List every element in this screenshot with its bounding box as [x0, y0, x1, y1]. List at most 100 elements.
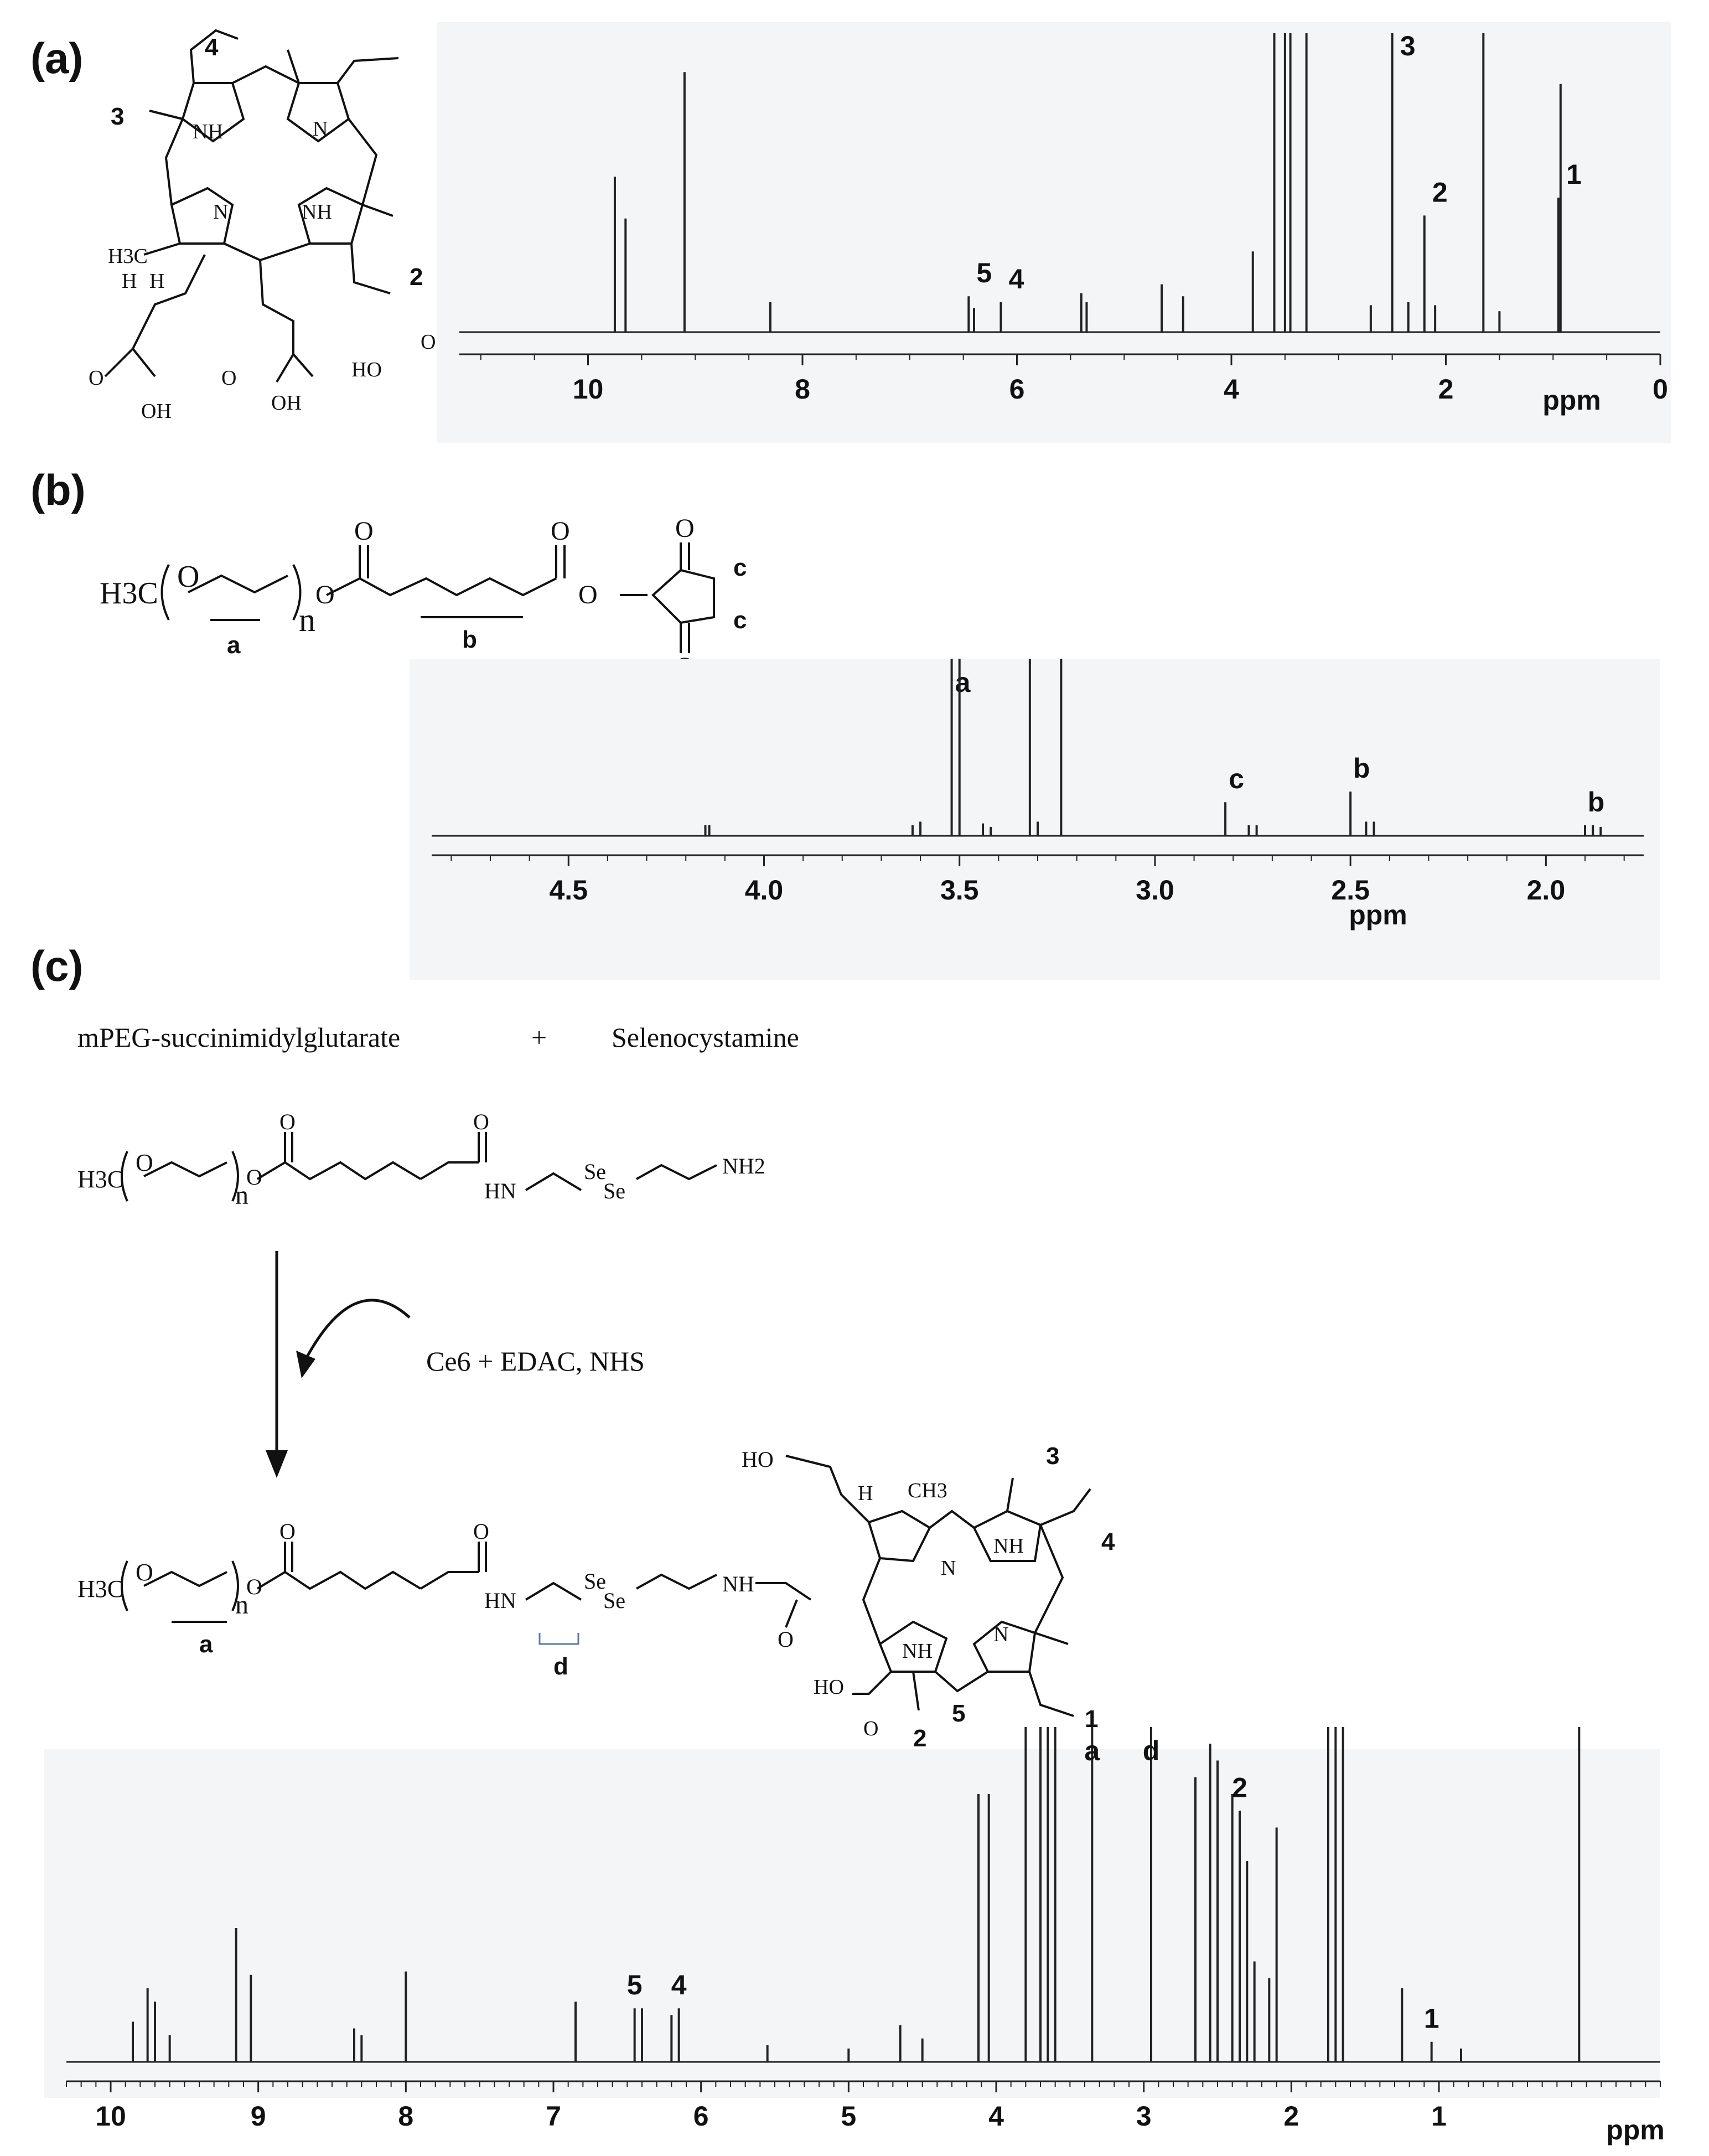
panel-label-c: (c): [30, 942, 84, 990]
reactant-2: Selenocystamine: [612, 1022, 799, 1053]
int-h3c: H3C: [77, 1166, 123, 1193]
prod-se-1: Se: [584, 1569, 606, 1594]
prod-hn: HN: [484, 1588, 516, 1613]
prod-h3c: H3C: [77, 1575, 123, 1602]
x-axis-label: ppm: [1606, 2114, 1665, 2145]
peak-label: a: [955, 667, 971, 698]
product-label-5: 5: [952, 1700, 965, 1727]
x-tick-label: 5: [841, 2101, 856, 2132]
formula-o-carbonyl-1: O: [354, 516, 374, 546]
x-axis-label: ppm: [1542, 385, 1601, 416]
peak-label: b: [1588, 787, 1605, 818]
prod-se-2: Se: [603, 1588, 625, 1613]
int-se-1: Se: [584, 1159, 606, 1184]
prod-o-carbonyl-2: O: [473, 1519, 489, 1544]
prod-o-bottom: O: [863, 1717, 878, 1740]
product-label-a: a: [199, 1631, 213, 1658]
x-tick-label: 7: [546, 2101, 561, 2132]
int-o-ester: O: [246, 1165, 262, 1190]
prod-o-amide: O: [778, 1627, 794, 1652]
reactant-1: mPEG-succinimidylglutarate: [77, 1022, 401, 1053]
formula-o-nhs: O: [578, 580, 598, 609]
chlorin-e6-structure: NH N N NH H3C H H O O O OH OH HO 4 3 2 1…: [89, 25, 454, 423]
formula-o-carbonyl-2: O: [551, 516, 570, 546]
structure-label-c-1: c: [733, 554, 747, 581]
peak-label: 4: [671, 1969, 687, 2000]
prod-nh-1: NH: [993, 1534, 1024, 1558]
prod-nh-2: NH: [902, 1640, 933, 1663]
structure-label-4: 4: [205, 34, 219, 61]
atom-o-2: O: [221, 366, 236, 390]
peak-label: 1: [1424, 2003, 1439, 2034]
x-tick-label: 0: [1653, 374, 1668, 405]
x-tick-label: 3.5: [940, 875, 979, 906]
intermediate-structure: H3C O n O O O HN Se Se NH2: [77, 1109, 765, 1210]
x-tick-label: 3: [1136, 2101, 1152, 2132]
peak-label: c: [1229, 763, 1244, 794]
prod-ho-bottom: HO: [814, 1676, 844, 1699]
prod-nh: NH: [722, 1571, 754, 1596]
atom-ho: HO: [351, 358, 382, 381]
x-tick-label: 9: [251, 2101, 266, 2132]
x-tick-label: 3.0: [1136, 875, 1174, 906]
reaction-arrow: [266, 1251, 411, 1478]
x-tick-label: 2: [1438, 374, 1454, 405]
formula-o-ring-1: O: [675, 515, 695, 543]
x-tick-label: 4.0: [745, 875, 784, 906]
x-tick-label: 1: [1431, 2101, 1447, 2132]
prod-n-2: N: [993, 1623, 1008, 1646]
peak-label: 5: [627, 1969, 643, 2000]
structure-label-3: 3: [111, 103, 124, 130]
prod-n: n: [235, 1590, 248, 1620]
x-tick-label: 2: [1283, 2101, 1299, 2132]
x-tick-label: 4.5: [550, 875, 588, 906]
product-label-2: 2: [913, 1725, 926, 1752]
atom-o-3: O: [421, 330, 436, 354]
int-hn: HN: [484, 1178, 516, 1203]
panel-label-a: (a): [30, 34, 84, 82]
x-tick-label: 10: [95, 2101, 126, 2132]
peak-label: 3: [1400, 30, 1416, 61]
formula-h3c: H3C: [100, 576, 158, 611]
reaction-plus: +: [531, 1022, 547, 1053]
prod-ho-top: HO: [742, 1447, 774, 1472]
x-tick-label: 2.0: [1527, 875, 1566, 906]
atom-o-1: O: [89, 366, 103, 390]
x-tick-label: 2.5: [1331, 875, 1370, 906]
int-o-carbonyl-2: O: [473, 1109, 489, 1134]
int-o: O: [136, 1149, 153, 1176]
spectrum-background: [437, 22, 1671, 443]
x-tick-label: 4: [1224, 374, 1239, 405]
prod-o-carbonyl-1: O: [279, 1519, 296, 1544]
product-label-d: d: [553, 1653, 568, 1680]
prod-o: O: [136, 1559, 153, 1586]
product-label-3: 3: [1046, 1442, 1059, 1470]
int-o-carbonyl-1: O: [279, 1109, 296, 1134]
product-label-4: 4: [1101, 1528, 1115, 1555]
structure-label-a: a: [227, 632, 241, 659]
structure-label-c-2: c: [733, 607, 747, 634]
x-tick-label: 8: [795, 374, 810, 405]
reagent-text: Ce6 + EDAC, NHS: [426, 1346, 645, 1377]
atom-nh-a: NH: [193, 120, 223, 143]
int-n: n: [235, 1181, 248, 1210]
x-tick-label: 6: [1009, 374, 1025, 405]
int-nh2: NH2: [722, 1154, 765, 1178]
formula-o-ester: O: [315, 580, 335, 609]
atom-n-d: N: [213, 200, 228, 224]
atom-n-b: N: [313, 117, 328, 141]
peak-label: 1: [1566, 159, 1582, 190]
spectrum-background: [44, 1749, 1660, 2098]
peak-label: 2: [1232, 1772, 1247, 1803]
panel-label-b: (b): [30, 466, 86, 514]
x-tick-label: 8: [398, 2101, 413, 2132]
formula-o: O: [177, 560, 199, 594]
peak-label: 4: [1009, 263, 1024, 294]
atom-nh-c: NH: [302, 200, 332, 224]
x-tick-label: 6: [693, 2101, 709, 2132]
x-tick-label: 4: [988, 2101, 1004, 2132]
formula-n: n: [299, 602, 315, 638]
